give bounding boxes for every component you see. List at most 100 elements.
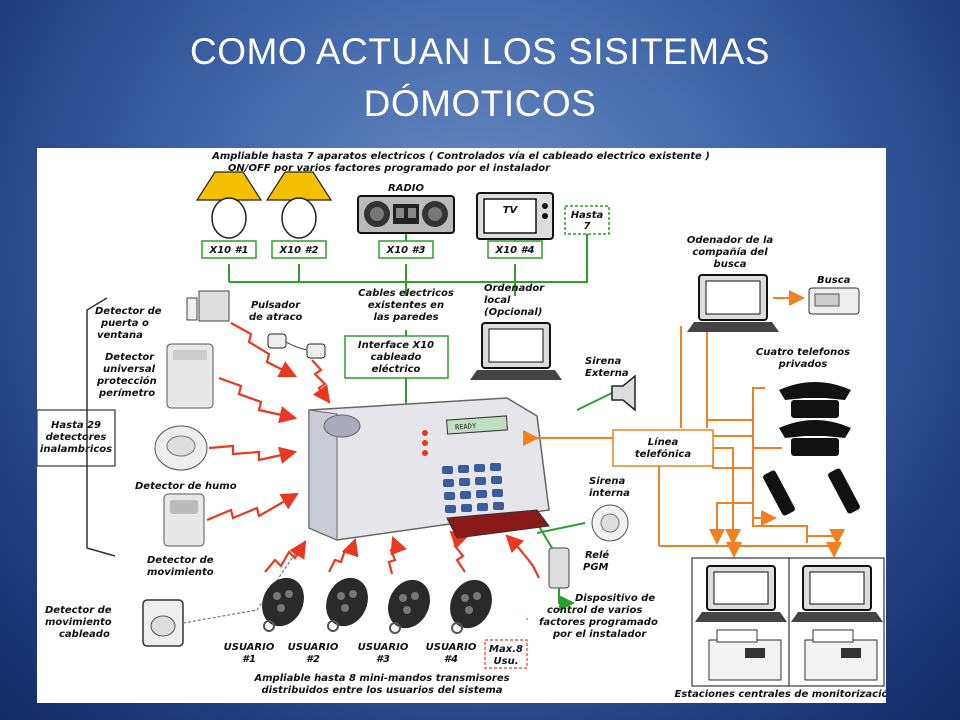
wireless-signal-arrows	[206, 322, 540, 579]
slide-title-line1: COMO ACTUAN LOS SISITEMAS	[190, 31, 770, 72]
hasta29-line1: Hasta 29	[51, 420, 101, 431]
slide-title-line2: DÓMOTICOS	[363, 83, 597, 124]
puerta-line2: puerta o	[100, 318, 149, 329]
mov-cableado-line2: movimiento	[45, 617, 112, 628]
tv-icon	[476, 192, 554, 240]
tv-screen-label: TV	[503, 205, 519, 216]
phone-1-icon	[779, 382, 851, 418]
alarm-system-diagram: Ampliable hasta 7 aparatos electricos ( …	[37, 148, 886, 703]
dispositivo-line4: por el instalador	[552, 629, 647, 640]
universal-line1: Detector	[105, 352, 155, 363]
rele-line1: Relé	[585, 549, 609, 561]
mov-cableado-line1: Detector de	[45, 605, 112, 616]
hasta7-box	[564, 205, 610, 235]
user-label-2: USUARIO #2	[288, 642, 339, 665]
x10-module-label: X10 #2	[278, 245, 318, 256]
external-siren-icon	[611, 374, 636, 412]
x10-module-3: X10 #3	[378, 240, 434, 259]
monitoring-station-2-icon	[791, 565, 883, 681]
humo-label: Detector de humo	[135, 481, 237, 492]
puerta-line3: ventana	[97, 330, 143, 341]
diagram-canvas: Ampliable hasta 7 aparatos electricos ( …	[37, 150, 887, 700]
max8-line2: Usu.	[494, 656, 519, 667]
relay-pgm-icon	[548, 547, 570, 589]
door-sensor-icon	[186, 290, 230, 322]
keyfob-4-icon	[450, 579, 492, 634]
x10-module-4: X10 #4	[487, 240, 543, 259]
top-caption-line1: Ampliable hasta 7 aparatos electricos ( …	[211, 150, 710, 162]
user-label-num: #3	[376, 654, 390, 665]
mobile-1-icon	[763, 470, 795, 516]
hasta29-line2: detectores	[46, 432, 107, 443]
user-label-num: #4	[444, 654, 458, 665]
user-label-4: USUARIO #4	[426, 642, 477, 665]
linea-line2: telefónica	[635, 448, 691, 460]
detectors-bracket	[86, 297, 116, 557]
universal-line3: protección	[96, 375, 157, 387]
radio-icon	[357, 195, 455, 234]
panel-display-text: READY	[455, 422, 477, 432]
keyfob-2-icon	[326, 577, 368, 632]
relay-output-link	[558, 588, 575, 611]
sirena-ext-line1: Sirena	[585, 356, 621, 367]
lamp-2-icon	[265, 171, 333, 239]
panic-button-icon	[267, 333, 326, 359]
slide-title: COMO ACTUAN LOS SISITEMAS DÓMOTICOS	[0, 26, 960, 130]
user-label-name: USUARIO	[288, 642, 339, 653]
dispositivo-line2: control de varios	[547, 605, 642, 616]
max8-box	[484, 639, 528, 669]
odenador-line1: Odenador de la	[687, 235, 774, 246]
ordenador-line3: (Opcional)	[484, 307, 542, 318]
sirena-ext-line2: Externa	[585, 368, 629, 379]
bottom-caption-line1: Ampliable hasta 8 mini-mandos transmisor…	[253, 673, 509, 684]
movimiento-line1: Detector de	[147, 555, 214, 566]
wired-detector-cable	[182, 547, 300, 624]
x10-module-label: X10 #3	[385, 245, 425, 256]
dispositivo-line1: Dispositivo de	[575, 593, 655, 604]
user-label-name: USUARIO	[224, 642, 275, 653]
user-label-3: USUARIO #3	[358, 642, 409, 665]
estaciones-label: Estaciones centrales de monitorización	[675, 688, 887, 700]
hasta7-line2: 7	[584, 221, 591, 232]
user-label-name: USUARIO	[358, 642, 409, 653]
wired-motion-detector-icon	[142, 599, 184, 647]
max8-line1: Max.8	[489, 644, 523, 655]
user-label-num: #1	[242, 654, 256, 665]
odenador-line2: compañía del	[692, 246, 768, 258]
x10-module-label: X10 #4	[494, 245, 534, 256]
pulsador-line2: de atraco	[249, 312, 303, 323]
odenador-line3: busca	[714, 259, 747, 270]
x10-module-1: X10 #1	[201, 240, 257, 259]
user-label-1: USUARIO #1	[224, 642, 275, 665]
cables-line3: las paredes	[373, 312, 438, 323]
linea-line1: Línea	[648, 436, 679, 448]
cuatro-line1: Cuatro telefonos	[756, 347, 850, 358]
linea-telefonica-box	[612, 429, 714, 467]
x10-module-2: X10 #2	[271, 240, 327, 259]
monitoring-station-1-icon	[695, 565, 787, 681]
cuatro-line2: privados	[778, 359, 828, 370]
smoke-detector-icon	[154, 425, 208, 471]
universal-line2: universal	[103, 364, 156, 375]
ordenador-line2: local	[484, 295, 511, 306]
keyfob-1-icon	[262, 577, 304, 632]
lamp-1-icon	[195, 171, 263, 239]
phone-line-wiring	[523, 290, 845, 558]
top-caption-line2: ON/OFF por varios factores programado po…	[228, 163, 551, 174]
hasta7-line1: Hasta	[571, 210, 604, 221]
rele-line2: PGM	[583, 562, 609, 573]
universal-detector-icon	[166, 343, 214, 409]
interface-line1: Interface X10	[358, 340, 434, 351]
puerta-line1: Detector de	[95, 306, 162, 317]
cables-line2: existentes en	[368, 300, 444, 311]
radio-label: RADIO	[388, 183, 424, 194]
motion-detector-icon	[163, 493, 205, 547]
user-label-num: #2	[306, 654, 320, 665]
busca-label: Busca	[817, 275, 851, 286]
x10-module-label: X10 #1	[208, 245, 248, 256]
sirena-int-line2: interna	[589, 488, 630, 499]
interface-x10-box	[344, 335, 449, 379]
mobile-2-icon	[828, 468, 860, 514]
hasta29-line3: inalambricos	[40, 444, 112, 455]
interface-line3: eléctrico	[372, 363, 421, 375]
